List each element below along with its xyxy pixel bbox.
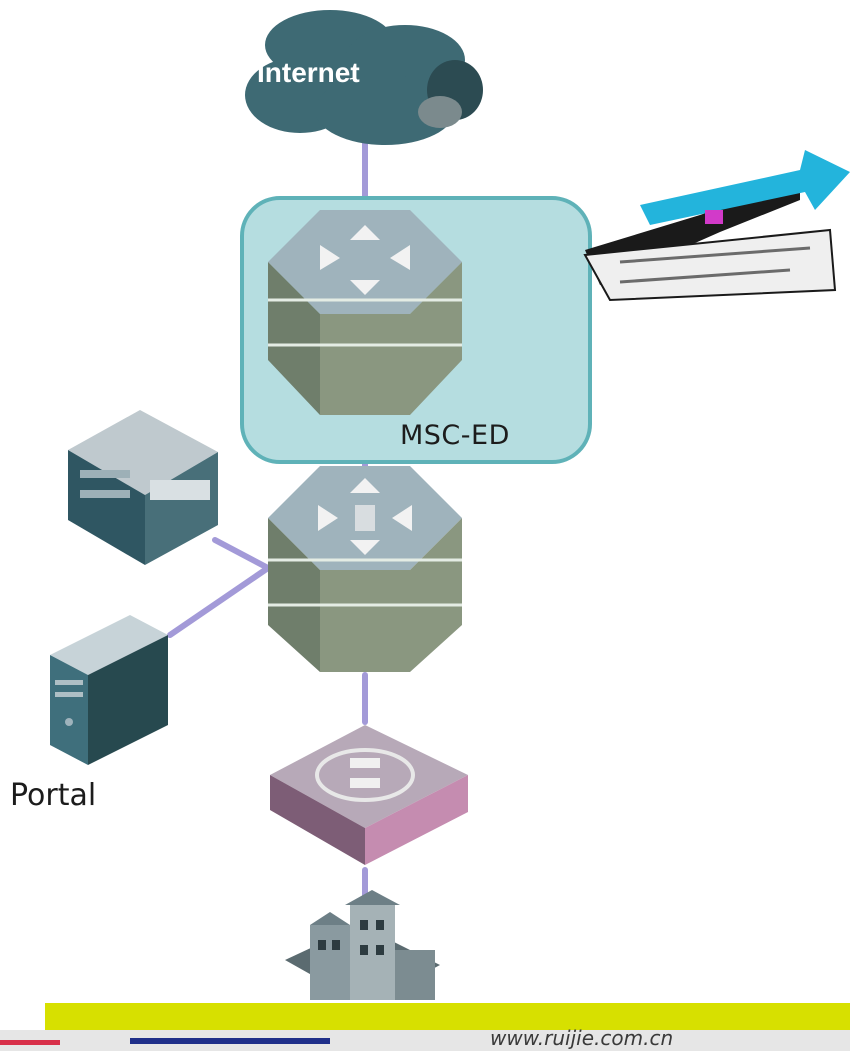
footer-bar — [0, 1000, 850, 1051]
sam-server-icon — [68, 410, 218, 565]
internet-cloud-icon — [245, 10, 483, 145]
portal-label: Portal — [10, 778, 97, 813]
msc-ed-label: MSC-ED — [400, 420, 510, 451]
access-switch-icon — [270, 725, 468, 865]
building-icon — [285, 890, 440, 1005]
link-portal-core — [167, 565, 271, 638]
outbound-arrow-icon — [583, 150, 850, 302]
internet-label: Internet — [257, 57, 360, 88]
link-sam-core — [212, 537, 271, 571]
portal-server-icon — [50, 615, 168, 765]
footer-url: www.ruijie.com.cn — [490, 1026, 674, 1050]
core-switch-icon — [268, 466, 462, 672]
msc-ed-switch-icon — [268, 210, 462, 415]
